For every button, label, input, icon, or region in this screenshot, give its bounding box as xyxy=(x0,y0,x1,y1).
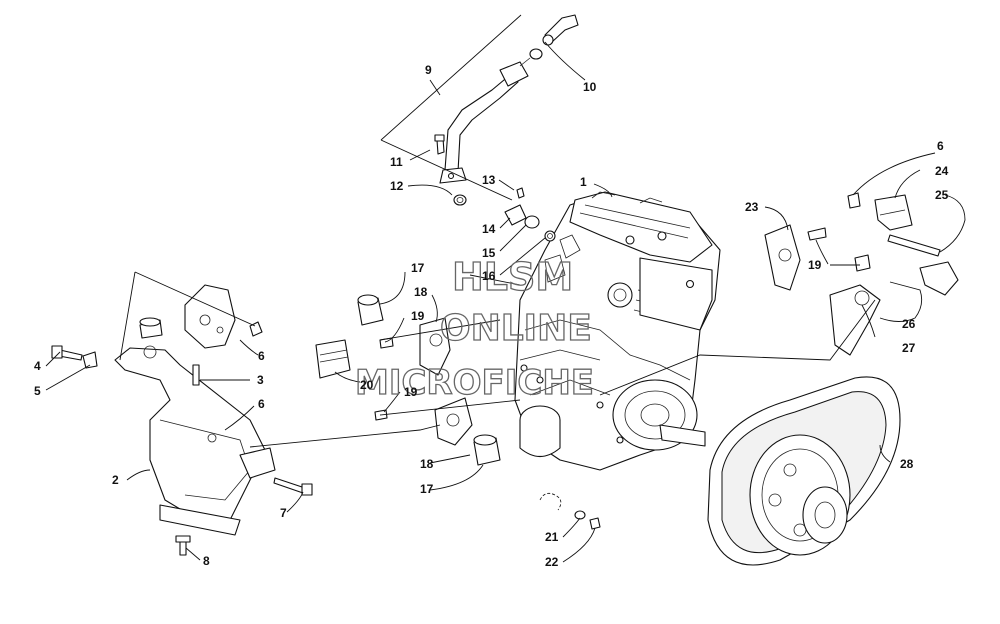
fittings-13-16 xyxy=(504,187,556,242)
callout-3: 3 xyxy=(257,373,264,387)
callout-labels: 1 2 3 4 5 6 6 6 7 8 9 10 11 12 13 14 15 … xyxy=(34,63,949,569)
callout-2: 2 xyxy=(112,473,119,487)
watermark-line-3: MICROFICHE xyxy=(355,363,594,403)
callout-23: 23 xyxy=(745,200,759,214)
callout-4: 4 xyxy=(34,359,41,373)
callout-19-upper: 19 xyxy=(411,309,425,323)
callout-16: 16 xyxy=(482,269,496,283)
dipstick-assembly xyxy=(434,14,579,206)
callout-6-lower-left: 6 xyxy=(258,397,265,411)
leader-lines xyxy=(45,14,966,563)
callout-8: 8 xyxy=(203,554,210,568)
callout-7: 7 xyxy=(280,506,287,520)
callout-17-lower: 17 xyxy=(420,482,434,496)
callout-5: 5 xyxy=(34,384,41,398)
bolts-21-22 xyxy=(539,492,601,530)
callout-9: 9 xyxy=(425,63,432,77)
callout-13: 13 xyxy=(482,173,496,187)
callout-10: 10 xyxy=(583,80,597,94)
callout-21: 21 xyxy=(545,530,559,544)
right-mount-assembly xyxy=(764,192,959,356)
callout-12: 12 xyxy=(390,179,404,193)
callout-20: 20 xyxy=(360,378,374,392)
callout-25: 25 xyxy=(935,188,949,202)
callout-11: 11 xyxy=(390,155,403,169)
callout-19-right: 19 xyxy=(808,258,822,272)
callout-6-right: 6 xyxy=(937,139,944,153)
callout-24: 24 xyxy=(935,164,949,178)
engine-assembly xyxy=(514,191,721,471)
watermark-line-1: HLSM xyxy=(452,255,573,299)
callout-18-lower: 18 xyxy=(420,457,434,471)
callout-18-upper: 18 xyxy=(414,285,428,299)
callout-22: 22 xyxy=(545,555,559,569)
callout-26: 26 xyxy=(902,317,916,331)
callout-17-upper: 17 xyxy=(411,261,425,275)
callout-1: 1 xyxy=(580,175,587,189)
callout-15: 15 xyxy=(482,246,496,260)
rear-mount-group xyxy=(374,397,501,466)
callout-19-lower: 19 xyxy=(404,385,418,399)
callout-6-upper-left: 6 xyxy=(258,349,265,363)
callout-14: 14 xyxy=(482,222,496,236)
watermark: HLSM ONLINE MICROFICHE xyxy=(354,254,594,403)
callout-27: 27 xyxy=(902,341,916,355)
watermark-line-2: ONLINE xyxy=(440,308,592,349)
belt-and-clutch xyxy=(707,376,901,566)
left-bracket-assembly xyxy=(51,284,313,556)
callout-28: 28 xyxy=(900,457,914,471)
